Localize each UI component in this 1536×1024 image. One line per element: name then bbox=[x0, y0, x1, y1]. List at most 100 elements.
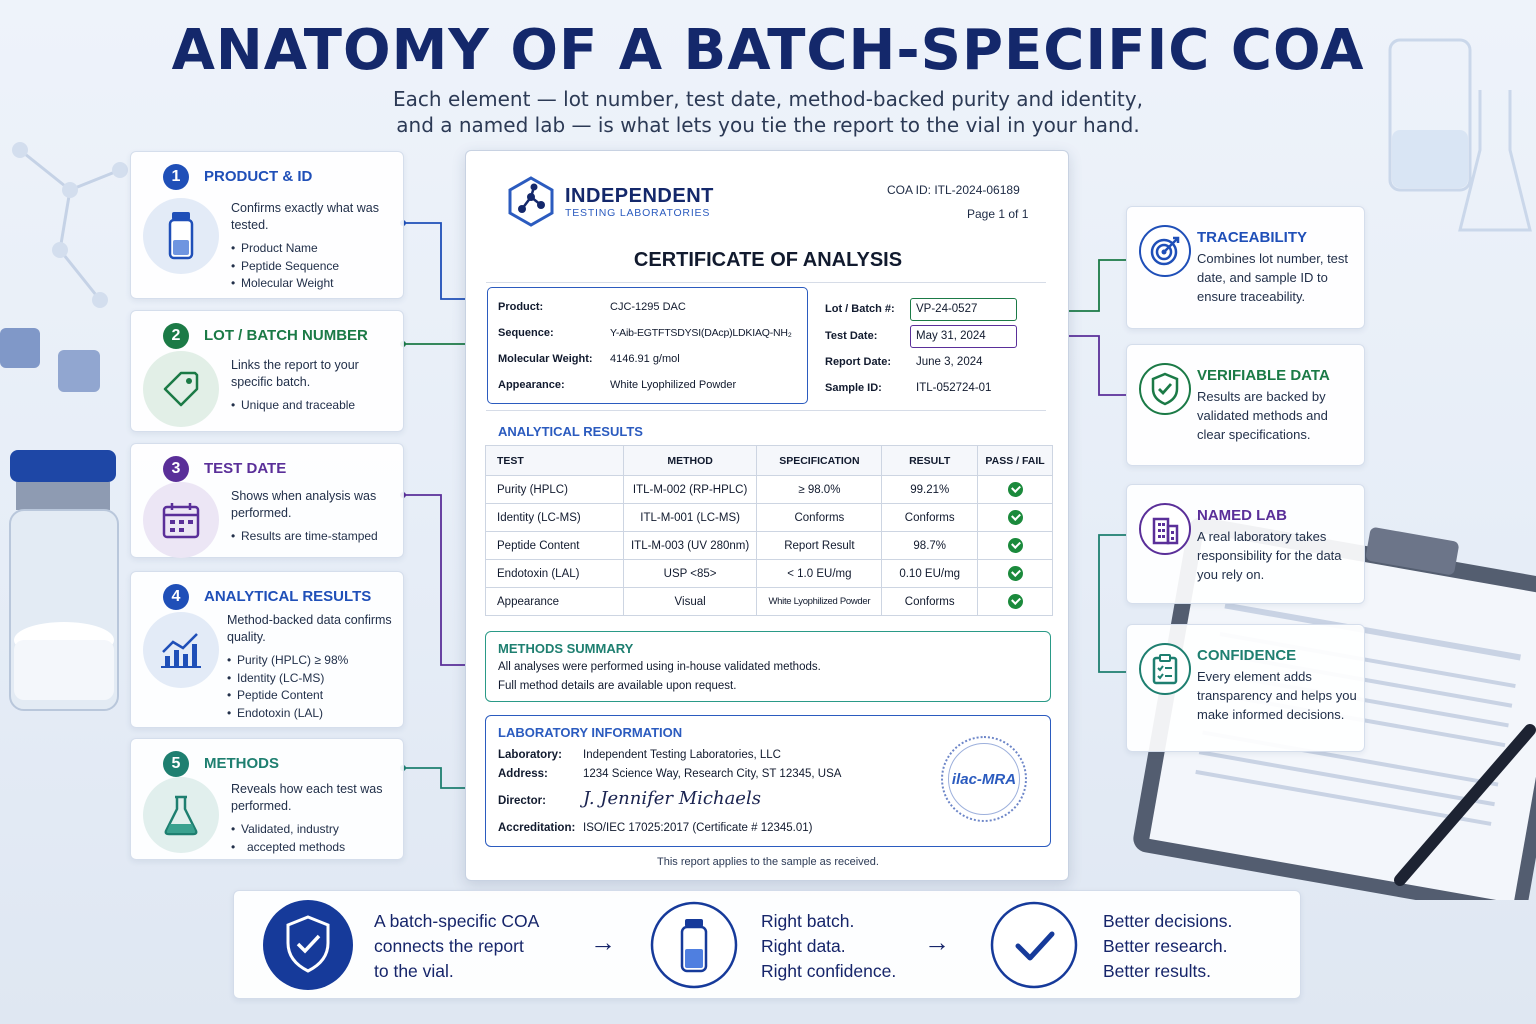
card-description: Reveals how each test was performed. bbox=[231, 782, 383, 813]
table-row: Appearance Visual White Lyophilized Powd… bbox=[485, 587, 1053, 616]
pass-check-icon bbox=[1007, 510, 1023, 525]
card-number: 3 bbox=[163, 456, 189, 482]
cell-result: Conforms bbox=[881, 503, 979, 532]
test-date-label: Test Date: bbox=[825, 330, 878, 342]
accreditation-label: Accreditation: bbox=[498, 822, 576, 834]
arrow-right-icon: → bbox=[590, 927, 616, 957]
clipboard-icon bbox=[1139, 643, 1191, 695]
vial-photo-decoration bbox=[0, 328, 119, 711]
accreditation-value: ISO/IEC 17025:2017 (Certificate # 12345.… bbox=[583, 822, 813, 834]
card-title: ANALYTICAL RESULTS bbox=[204, 588, 372, 605]
pass-check-icon bbox=[1007, 566, 1023, 581]
subtitle-line-2: and a named lab — is what lets you tie t… bbox=[396, 113, 1140, 137]
card-bullet: Validated, industry bbox=[231, 821, 396, 839]
product-info-box: Product: CJC-1295 DAC Sequence: Y-Aib-EG… bbox=[487, 287, 808, 404]
card-confidence: CONFIDENCE Every element adds transparen… bbox=[1126, 624, 1365, 752]
column-header: SPECIFICATION bbox=[756, 445, 883, 476]
banner-text: Right confidence. bbox=[761, 961, 897, 981]
card-bullet: Unique and traceable bbox=[231, 397, 396, 415]
cell-specification: White Lyophilized Powder bbox=[756, 587, 883, 616]
cell-test: Peptide Content bbox=[485, 531, 624, 560]
coa-id: COA ID: ITL-2024-06189 bbox=[887, 183, 1020, 197]
lab-logo-subtitle: TESTING LABORATORIES bbox=[565, 207, 711, 219]
seal-text: ilac-MRA bbox=[951, 770, 1017, 788]
card-title: CONFIDENCE bbox=[1197, 647, 1297, 664]
lot-highlight-box bbox=[910, 298, 1017, 321]
sequence-label: Sequence: bbox=[498, 327, 554, 339]
molecular-weight-value: 4146.91 g/mol bbox=[610, 353, 680, 365]
laboratory-info-box: LABORATORY INFORMATION Laboratory: Indep… bbox=[485, 715, 1051, 847]
cell-specification: ≥ 98.0% bbox=[756, 475, 883, 504]
cell-specification: Conforms bbox=[756, 503, 883, 532]
cell-result: 98.7% bbox=[881, 531, 979, 560]
cell-method: ITL-M-003 (UV 280nm) bbox=[622, 531, 758, 560]
card-bullet: Endotoxin (LAL) bbox=[227, 705, 392, 723]
card-bullet: Molecular Weight bbox=[231, 275, 396, 293]
lab-logo-name: INDEPENDENT bbox=[565, 185, 714, 207]
page-number: Page 1 of 1 bbox=[967, 207, 1029, 221]
card-description: Results are backed by validated methods … bbox=[1197, 389, 1328, 442]
pass-check-icon bbox=[1007, 538, 1023, 553]
banner-text: Better decisions. bbox=[1103, 911, 1233, 931]
molecular-weight-label: Molecular Weight: bbox=[498, 353, 593, 365]
results-table: TEST METHOD SPECIFICATION RESULT PASS / … bbox=[485, 445, 1053, 616]
chart-icon bbox=[143, 612, 219, 688]
card-number: 1 bbox=[163, 164, 189, 190]
card-description: A real laboratory takes responsibility f… bbox=[1197, 529, 1342, 582]
subtitle-line-1: Each element — lot number, test date, me… bbox=[393, 87, 1143, 111]
pass-check-icon bbox=[1007, 482, 1023, 497]
vial-icon bbox=[143, 198, 219, 274]
banner-text: to the vial. bbox=[374, 961, 454, 981]
analytical-results-title: ANALYTICAL RESULTS bbox=[498, 424, 643, 439]
tag-icon bbox=[143, 351, 219, 427]
card-traceability: TRACEABILITY Combines lot number, test d… bbox=[1126, 206, 1365, 329]
card-description: Confirms exactly what was tested. bbox=[231, 201, 379, 232]
card-description: Combines lot number, test date, and samp… bbox=[1197, 251, 1349, 304]
card-product-id: 1 PRODUCT & ID Confirms exactly what was… bbox=[130, 151, 404, 299]
accreditation-seal-icon: ilac-MRA bbox=[941, 736, 1027, 822]
card-lot-batch: 2 LOT / BATCH NUMBER Links the report to… bbox=[130, 310, 404, 432]
card-title: VERIFIABLE DATA bbox=[1197, 367, 1330, 384]
divider bbox=[486, 282, 1046, 283]
table-row: Purity (HPLC) ITL-M-002 (RP-HPLC) ≥ 98.0… bbox=[485, 475, 1053, 504]
banner-text: Better results. bbox=[1103, 961, 1211, 981]
appearance-label: Appearance: bbox=[498, 379, 565, 391]
laboratory-value: Independent Testing Laboratories, LLC bbox=[583, 749, 781, 761]
target-icon bbox=[1139, 225, 1191, 277]
column-header: RESULT bbox=[881, 445, 979, 476]
cell-specification: < 1.0 EU/mg bbox=[756, 559, 883, 588]
cell-specification: Report Result bbox=[756, 531, 883, 560]
banner-text: connects the report bbox=[374, 936, 524, 956]
cell-method: USP <85> bbox=[622, 559, 758, 588]
card-methods: 5 METHODS Reveals how each test was perf… bbox=[130, 738, 404, 860]
card-description: Links the report to your specific batch. bbox=[231, 358, 359, 389]
card-number: 5 bbox=[163, 751, 189, 777]
methods-summary-title: METHODS SUMMARY bbox=[498, 641, 634, 656]
page-subtitle: Each element — lot number, test date, me… bbox=[0, 86, 1536, 138]
card-number: 4 bbox=[163, 584, 189, 610]
sample-id-value: ITL-052724-01 bbox=[916, 382, 992, 394]
card-title: PRODUCT & ID bbox=[204, 168, 313, 185]
card-bullet: Peptide Content bbox=[227, 687, 392, 705]
banner-text: A batch-specific COA bbox=[374, 911, 540, 931]
molecule-decoration bbox=[12, 142, 128, 308]
cell-test: Purity (HPLC) bbox=[485, 475, 624, 504]
card-description: Shows when analysis was performed. bbox=[231, 489, 377, 520]
address-label: Address: bbox=[498, 768, 548, 780]
methods-line-1: All analyses were performed using in-hou… bbox=[498, 661, 821, 673]
lot-label: Lot / Batch #: bbox=[825, 303, 895, 315]
connector-named-lab bbox=[1098, 534, 1126, 673]
checkmark-icon bbox=[990, 901, 1078, 989]
flask-icon bbox=[143, 777, 219, 853]
card-bullet: accepted methods bbox=[231, 839, 396, 857]
pass-check-icon bbox=[1007, 594, 1023, 609]
card-named-lab: NAMED LAB A real laboratory takes respon… bbox=[1126, 484, 1365, 604]
product-value: CJC-1295 DAC bbox=[610, 301, 686, 313]
report-date-label: Report Date: bbox=[825, 356, 892, 368]
test-date-highlight-box bbox=[910, 325, 1017, 348]
appearance-value: White Lyophilized Powder bbox=[610, 379, 737, 391]
card-title: METHODS bbox=[204, 755, 279, 772]
vial-icon bbox=[650, 901, 738, 989]
column-header: PASS / FAIL bbox=[977, 445, 1053, 476]
laboratory-info-title: LABORATORY INFORMATION bbox=[498, 725, 683, 740]
